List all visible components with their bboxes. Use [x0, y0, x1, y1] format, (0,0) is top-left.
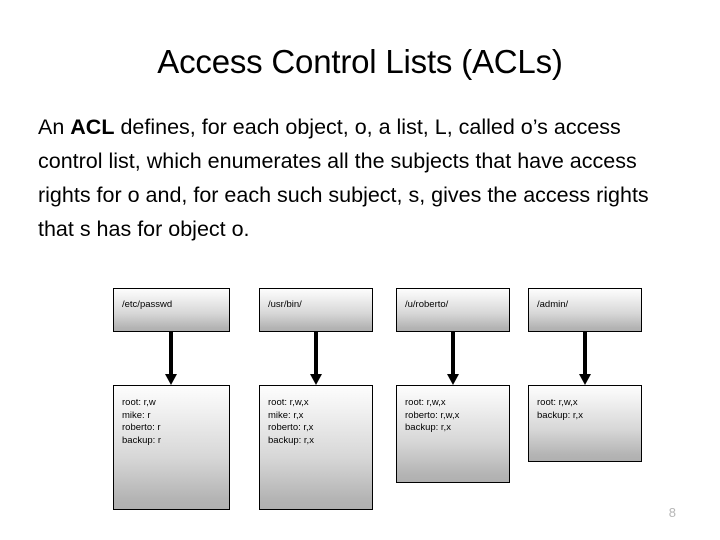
body-bold-term: ACL — [70, 115, 115, 139]
body-paragraph: An ACL defines, for each object, o, a li… — [38, 110, 690, 246]
acl-box-usr-bin[interactable]: root: r,w,x mike: r,x roberto: r,x backu… — [259, 385, 373, 510]
object-box-admin[interactable]: /admin/ — [528, 288, 642, 332]
object-box-u-roberto[interactable]: /u/roberto/ — [396, 288, 510, 332]
acl-box-u-roberto[interactable]: root: r,w,x roberto: r,w,x backup: r,x — [396, 385, 510, 483]
object-box-etc-passwd[interactable]: /etc/passwd — [113, 288, 230, 332]
acl-box-etc-passwd[interactable]: root: r,w mike: r roberto: r backup: r — [113, 385, 230, 510]
page-title: Access Control Lists (ACLs) — [157, 43, 563, 80]
page-number: 8 — [668, 505, 676, 520]
down-arrow-icon — [579, 332, 591, 385]
object-box-usr-bin[interactable]: /usr/bin/ — [259, 288, 373, 332]
body-rest: defines, for each object, o, a list, L, … — [38, 115, 649, 241]
acl-box-admin[interactable]: root: r,w,x backup: r,x — [528, 385, 642, 462]
down-arrow-icon — [447, 332, 459, 385]
down-arrow-icon — [310, 332, 322, 385]
down-arrow-icon — [165, 332, 177, 385]
body-lead: An — [38, 115, 71, 139]
